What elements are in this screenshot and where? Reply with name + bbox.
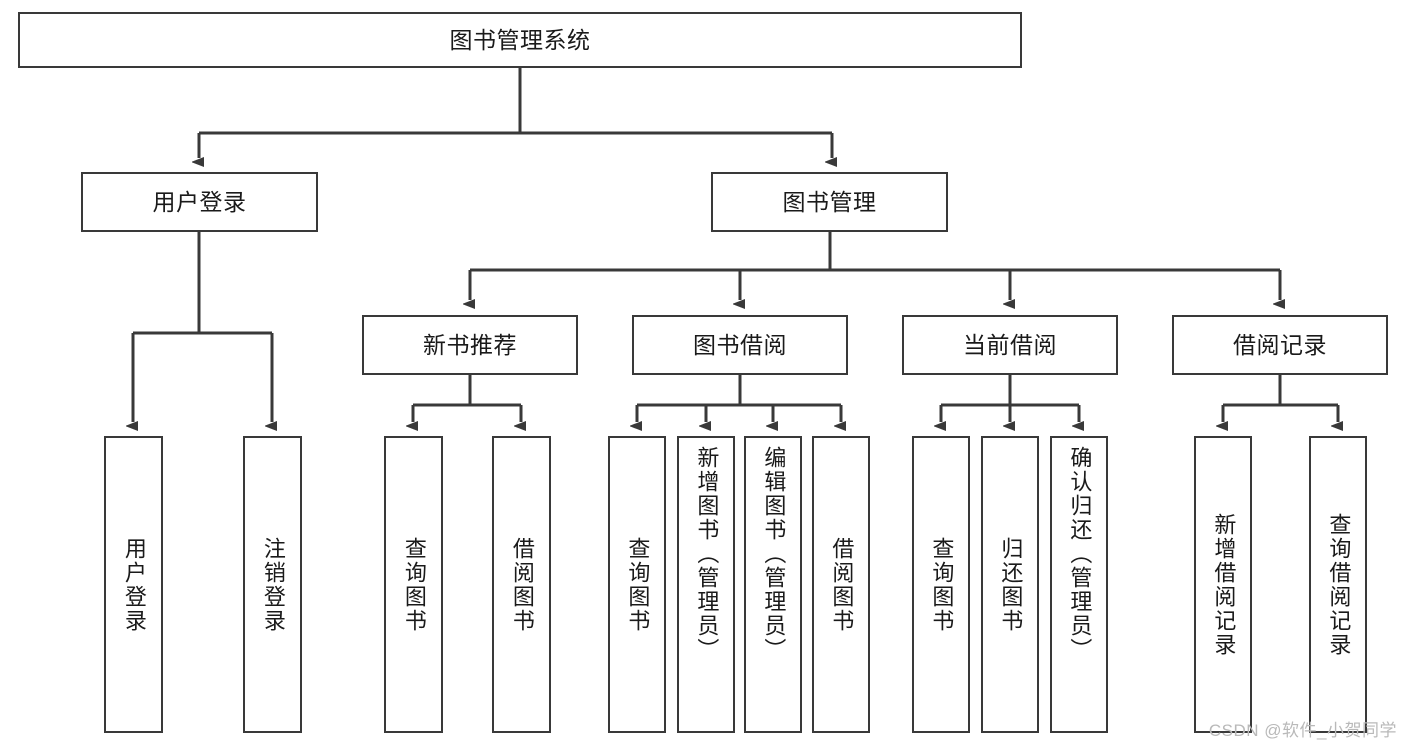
leaf-book-borrow-borrow[interactable]: 借阅图书 [812,436,870,733]
leaf-new-book-borrow[interactable]: 借阅图书 [492,436,551,733]
watermark: CSDN @软件_小贺同学 [1208,721,1397,740]
node-book-borrow-label: 图书借阅 [693,331,787,358]
node-new-book-recommend[interactable]: 新书推荐 [362,315,578,375]
leaf-label: 用户登录 [121,536,147,633]
leaf-borrow-record-query[interactable]: 查询借阅记录 [1309,436,1367,733]
leaf-new-book-query[interactable]: 查询图书 [384,436,443,733]
leaf-label: 注销登录 [260,536,286,633]
leaf-label: 确认归还（管理员） [1067,446,1093,662]
leaf-label: 查询借阅记录 [1326,512,1352,657]
node-new-book-recommend-label: 新书推荐 [423,331,517,358]
leaf-label: 查询图书 [625,536,651,633]
node-book-management-label: 图书管理 [782,188,877,215]
leaf-current-borrow-confirm[interactable]: 确认归还（管理员） [1050,436,1108,733]
leaf-user-login-logout[interactable]: 注销登录 [243,436,302,733]
leaf-borrow-record-add[interactable]: 新增借阅记录 [1194,436,1252,733]
leaf-label: 查询图书 [401,536,427,633]
leaf-label: 新增图书（管理员） [694,446,720,662]
leaf-label: 新增借阅记录 [1211,512,1237,657]
node-current-borrow-label: 当前借阅 [963,331,1057,358]
leaf-book-borrow-add[interactable]: 新增图书（管理员） [677,436,735,733]
node-current-borrow[interactable]: 当前借阅 [902,315,1118,375]
leaf-current-borrow-query[interactable]: 查询图书 [912,436,970,733]
node-borrow-record-label: 借阅记录 [1233,331,1327,358]
node-borrow-record[interactable]: 借阅记录 [1172,315,1388,375]
leaf-label: 借阅图书 [829,536,855,633]
leaf-current-borrow-return[interactable]: 归还图书 [981,436,1039,733]
leaf-label: 借阅图书 [509,536,535,633]
node-book-borrow[interactable]: 图书借阅 [632,315,848,375]
leaf-book-borrow-edit[interactable]: 编辑图书（管理员） [744,436,802,733]
leaf-book-borrow-query[interactable]: 查询图书 [608,436,666,733]
node-root-label: 图书管理系统 [449,26,591,53]
leaf-label: 编辑图书（管理员） [761,446,787,662]
leaf-label: 查询图书 [929,536,955,633]
node-user-login-label: 用户登录 [152,188,247,215]
node-root[interactable]: 图书管理系统 [18,12,1022,68]
leaf-user-login-login[interactable]: 用户登录 [104,436,163,733]
node-user-login[interactable]: 用户登录 [81,172,318,232]
leaf-label: 归还图书 [998,536,1024,633]
node-book-management[interactable]: 图书管理 [711,172,948,232]
